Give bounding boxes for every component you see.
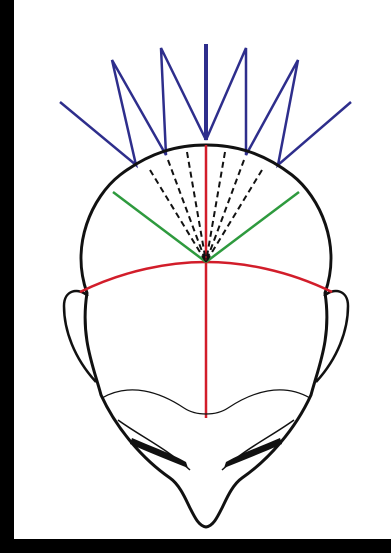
brow-right: [224, 438, 282, 468]
brow-left: [130, 438, 188, 468]
ear-right: [316, 291, 348, 382]
dashed-line-4: [206, 152, 225, 262]
ear-left: [64, 291, 96, 382]
dashed-line-3: [187, 152, 206, 262]
red-section-lines: [80, 145, 332, 418]
